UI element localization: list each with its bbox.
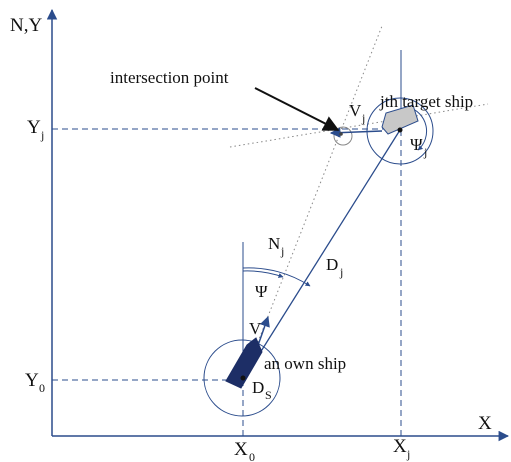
v-label: V [249,319,262,338]
svg-text:S: S [265,388,272,402]
svg-text:Y: Y [27,117,41,138]
nj-angle-arc [242,267,311,287]
nj-label: N j [268,234,284,258]
psi-j-label: Ψ j [410,135,427,159]
psi-label: Ψ [255,282,268,301]
own-ship-icon [225,337,263,389]
svg-text:j: j [423,145,427,159]
dj-label: D j [326,255,343,279]
y0-label: Y 0 [25,370,45,395]
target-ship-icon [381,104,419,135]
distance-line-dj [242,129,401,381]
svg-text:j: j [361,111,365,125]
svg-text:X: X [393,436,407,457]
own-ship-domain-circle [203,339,281,417]
x0-label: X 0 [234,439,255,462]
target-ship-center [397,127,403,133]
yj-label: Y j [27,117,44,142]
svg-text:Ψ: Ψ [410,135,423,154]
intersection-point-dot [339,132,343,136]
ds-label: D S [252,378,272,402]
own-ship-center [240,375,246,381]
y-axis-label: N,Y [10,15,42,36]
target-velocity-arrow [329,127,383,138]
svg-text:N: N [268,234,280,253]
svg-text:Y: Y [25,370,39,391]
svg-text:j: j [339,265,343,279]
target-course-dotted-line [229,103,489,148]
svg-text:j: j [406,447,410,461]
svg-text:0: 0 [39,381,45,395]
svg-text:V: V [349,101,362,120]
target-ship-label: jth target ship [379,92,473,111]
x-axis-label: X [478,413,492,434]
intersection-point-label: intersection point [110,68,229,87]
own-ship-label: an own ship [264,354,346,373]
psi-angle-arc [242,270,284,278]
svg-text:D: D [326,255,338,274]
vj-label: V j [349,101,365,125]
intersection-pointer-arrow [254,87,340,131]
svg-text:j: j [280,244,284,258]
svg-text:0: 0 [249,450,255,462]
svg-text:j: j [40,128,44,142]
xj-label: X j [393,436,410,461]
svg-text:X: X [234,439,248,460]
svg-text:D: D [252,378,264,397]
